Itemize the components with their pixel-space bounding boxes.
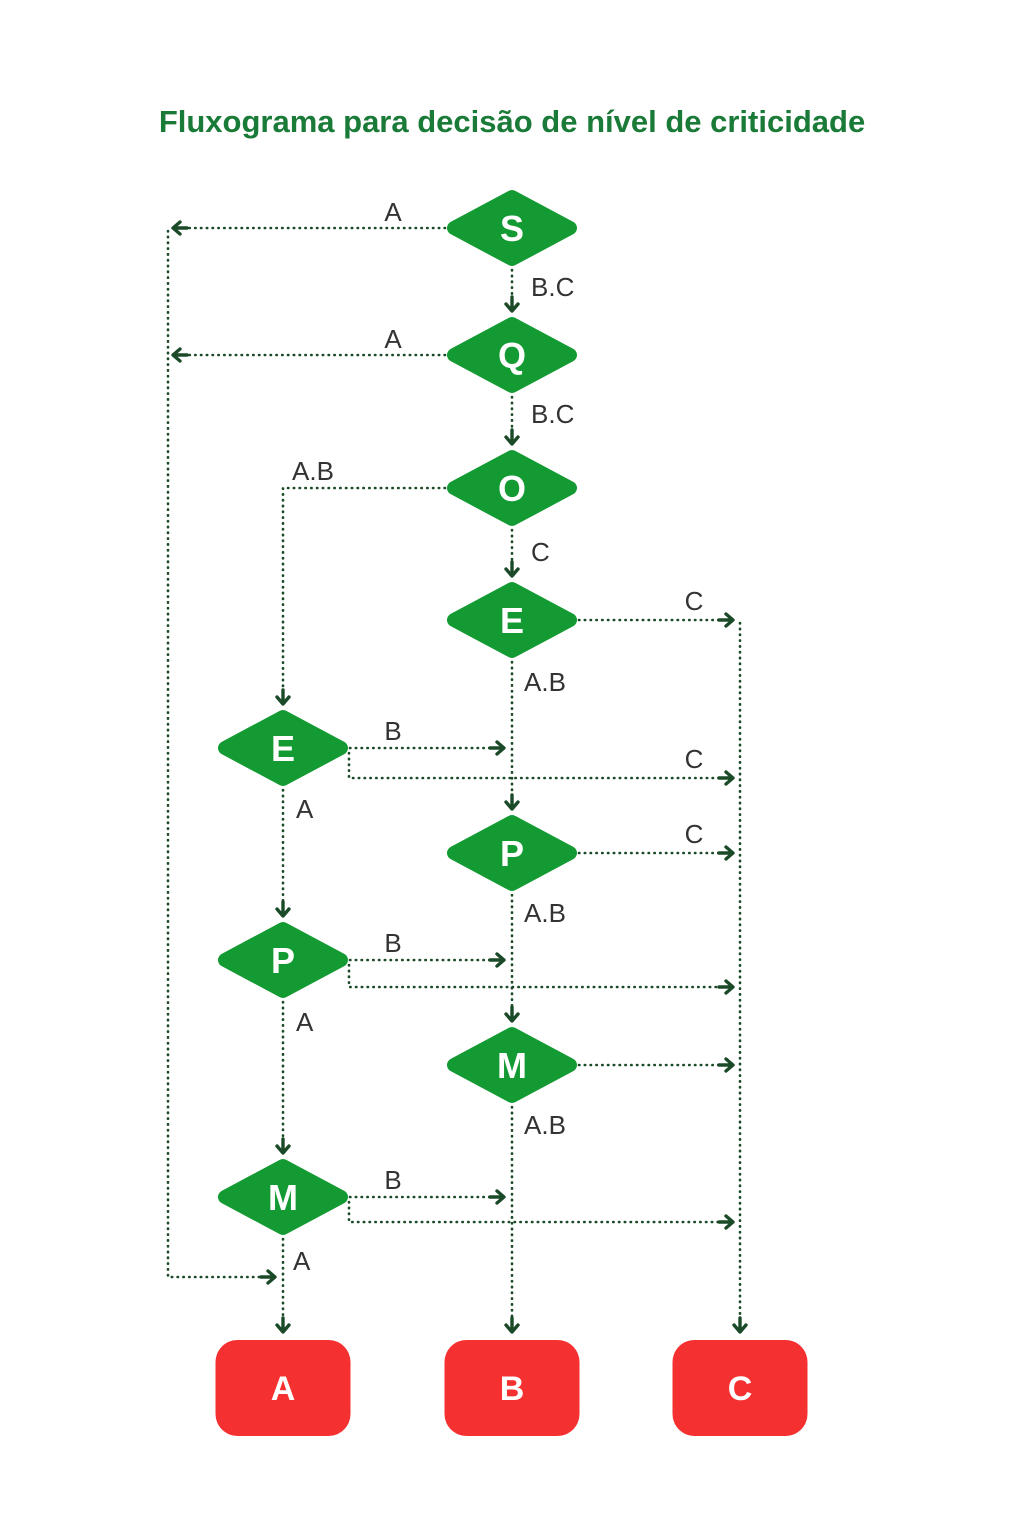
edge-label-m-left-b: B (384, 1165, 401, 1195)
edge-p-left-to-c-rail (347, 963, 735, 995)
edge-label-e-center-c: C (685, 586, 704, 616)
edge-label-e-left-b: B (384, 716, 401, 746)
decision-node-e-left-label: E (271, 728, 295, 769)
decision-node-m-left: M (218, 1159, 348, 1235)
outcome-box-b: B (444, 1340, 580, 1436)
edge-label-m-center-down: A.B (524, 1110, 566, 1140)
decision-node-e-center-label: E (500, 600, 524, 641)
edge-labels: A B.C A B.C A.B C C A.B B C A C A.B B A … (292, 197, 703, 1276)
edge-label-m-left-down: A (293, 1246, 311, 1276)
decision-node-e-left: E (218, 710, 348, 786)
edge-label-p-center-c: C (685, 819, 704, 849)
decision-node-s: S (447, 190, 577, 266)
edge-o-to-e-left (275, 486, 447, 706)
decision-node-o: O (447, 450, 577, 526)
decision-node-q: Q (447, 317, 577, 393)
outcome-box-b-label: B (500, 1370, 525, 1408)
page-title: Fluxograma para decisão de nível de crit… (158, 104, 866, 139)
edge-m-left-to-c-rail (347, 1200, 735, 1230)
decision-node-m-left-label: M (268, 1177, 298, 1218)
edge-left-return-rail (166, 229, 277, 1285)
edge-label-e-center-down: A.B (524, 667, 566, 697)
decision-node-p-center-label: P (500, 833, 524, 874)
edge-label-q-return: A (384, 324, 402, 354)
edge-label-e-left-c: C (685, 744, 704, 774)
edge-label-p-left-down: A (296, 1007, 314, 1037)
decision-node-s-label: S (500, 208, 524, 249)
edge-label-q-to-o: B.C (531, 399, 574, 429)
outcome-boxes: A B C (215, 1340, 808, 1436)
decision-node-p-left-label: P (271, 940, 295, 981)
decision-node-p-left: P (218, 922, 348, 998)
decision-node-m-center-label: M (497, 1045, 527, 1086)
edge-label-o-to-e-left: A.B (292, 456, 334, 486)
edge-label-o-to-e-center: C (531, 537, 550, 567)
outcome-box-a-label: A (271, 1370, 296, 1408)
decision-node-q-label: Q (498, 335, 526, 376)
edge-label-s-return: A (384, 197, 402, 227)
outcome-box-c: C (672, 1340, 808, 1436)
edge-label-p-center-down: A.B (524, 898, 566, 928)
edge-label-p-left-b: B (384, 928, 401, 958)
edges (166, 220, 748, 1334)
edge-label-s-to-q: B.C (531, 272, 574, 302)
outcome-box-c-label: C (728, 1370, 753, 1408)
decision-nodes: S Q O E E P P (218, 190, 577, 1235)
decision-node-e-center: E (447, 582, 577, 658)
outcome-box-a: A (215, 1340, 351, 1436)
edge-e-left-to-c-rail (347, 751, 735, 786)
edge-label-e-left-down: A (296, 794, 314, 824)
decision-node-m-center: M (447, 1027, 577, 1103)
decision-node-p-center: P (447, 815, 577, 891)
decision-node-o-label: O (498, 468, 526, 509)
